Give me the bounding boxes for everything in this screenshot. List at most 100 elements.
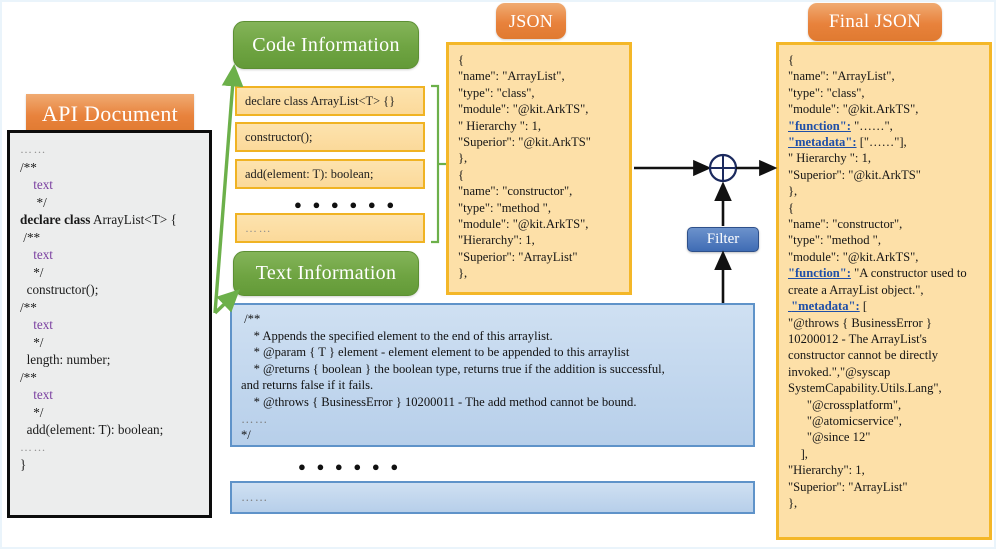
text-info-line: */ xyxy=(241,428,251,443)
code-row-label: …… xyxy=(245,220,273,235)
filter-label: Filter xyxy=(706,231,740,247)
api-line: length: number; xyxy=(20,352,111,367)
text-info-line: …… xyxy=(241,411,269,426)
json-line: "Superior": "@kit.ArkTS" xyxy=(458,135,591,150)
final-json-value: "A constructor used to create a ArrayLis… xyxy=(788,266,970,297)
badge-api-document-label: API Document xyxy=(41,101,179,126)
final-json-line: { xyxy=(788,53,795,67)
api-line: …… xyxy=(20,142,47,156)
badge-code-information-label: Code Information xyxy=(252,33,400,56)
json-line: { xyxy=(458,167,465,182)
code-rows-bracket xyxy=(431,84,440,244)
api-line: /** xyxy=(20,159,37,175)
json-line: "type": "class", xyxy=(458,85,535,100)
code-row-label: constructor(); xyxy=(245,129,313,144)
text-panels-ellipsis: ● ● ● ● ● ● xyxy=(298,459,402,474)
final-json-line: }, xyxy=(788,184,798,199)
final-json-line-metadata-2: "metadata": [ xyxy=(788,298,980,314)
code-row-constructor: constructor(); xyxy=(235,122,425,152)
badge-json: JSON xyxy=(496,3,566,39)
badge-code-information: Code Information xyxy=(233,21,419,69)
final-json-line: "name": "ArrayList", xyxy=(788,69,895,84)
badge-text-information: Text Information xyxy=(233,251,419,296)
api-line: } xyxy=(20,457,27,472)
text-information-panel: /** * Appends the specified element to t… xyxy=(230,303,755,447)
final-json-key-metadata: "metadata": xyxy=(788,135,857,150)
json-line: "type": "method ", xyxy=(458,200,551,215)
code-row-add: add(element: T): boolean; xyxy=(235,159,425,189)
text-info-line: * @throws { BusinessError } 10200011 - T… xyxy=(241,394,637,409)
final-json-line: "name": "constructor", xyxy=(788,217,903,232)
badge-json-label: JSON xyxy=(508,10,554,31)
final-json-line: { xyxy=(788,200,795,215)
final-json-line: "@throws { BusinessError } 10200012 - Th… xyxy=(788,315,942,396)
final-json-line: "@since 12" xyxy=(788,430,871,445)
api-line: text xyxy=(20,317,53,332)
api-line: */ xyxy=(20,334,44,350)
badge-final-json-label: Final JSON xyxy=(828,11,922,32)
final-json-key-metadata: "metadata": xyxy=(788,299,860,314)
code-row-more: …… xyxy=(235,213,425,243)
text-information-more-panel: …… xyxy=(230,481,755,514)
json-line: "Hierarchy": 1, xyxy=(458,233,535,248)
json-line: "name": "constructor", xyxy=(458,184,573,199)
final-json-line: "Superior": "@kit.ArkTS" xyxy=(788,167,921,182)
badge-text-information-label: Text Information xyxy=(255,262,397,284)
api-line: */ xyxy=(20,264,44,280)
final-json-line: "type": "method ", xyxy=(788,233,881,248)
json-line: }, xyxy=(458,266,468,281)
final-json-line: "Hierarchy": 1, xyxy=(788,463,865,478)
final-json-line-metadata: "metadata": ["……"], xyxy=(788,134,980,150)
final-json-line: "type": "class", xyxy=(788,85,865,100)
filter-node: Filter xyxy=(687,227,759,252)
api-line: …… xyxy=(20,439,47,454)
merge-node-circle xyxy=(708,153,738,183)
final-json-line: "module": "@kit.ArkTS", xyxy=(788,249,919,264)
final-json-line-function-2: "function": "A constructor used to creat… xyxy=(788,265,980,298)
final-json-line: "module": "@kit.ArkTS", xyxy=(788,102,919,117)
arrow-api-to-code-information xyxy=(213,63,244,314)
final-json-line: ], xyxy=(788,446,808,461)
json-line: { xyxy=(458,53,465,67)
api-line: text xyxy=(20,177,53,192)
text-info-line: * Appends the specified element to the e… xyxy=(241,328,553,343)
api-line-declare: declare class ArrayList<T> { xyxy=(20,212,177,227)
code-rows-ellipsis: ● ● ● ● ● ● xyxy=(294,197,398,212)
final-json-line: "@crossplatform", xyxy=(788,397,902,412)
json-panel: { "name": "ArrayList", "type": "class", … xyxy=(446,42,632,295)
text-info-line: /** xyxy=(241,312,261,326)
api-document-panel: …… /** text */ declare class ArrayList<T… xyxy=(7,130,212,518)
json-line: "name": "ArrayList", xyxy=(458,69,565,84)
code-row-label: add(element: T): boolean; xyxy=(245,166,374,181)
final-json-key-function: "function": xyxy=(788,118,851,133)
final-json-line: " Hierarchy ": 1, xyxy=(788,151,872,166)
code-row-declare: declare class ArrayList<T> {} xyxy=(235,86,425,116)
api-line: constructor(); xyxy=(20,282,99,297)
final-json-value: [ xyxy=(859,299,868,314)
merge-node-cross xyxy=(711,156,735,180)
json-line: }, xyxy=(458,151,468,166)
final-json-panel: { "name": "ArrayList", "type": "class", … xyxy=(776,42,992,540)
final-json-line-function: "function": "……", xyxy=(788,118,980,134)
api-line: /** xyxy=(20,369,37,385)
badge-final-json: Final JSON xyxy=(808,3,942,41)
text-info-more-label: …… xyxy=(241,490,269,505)
badge-api-document: API Document xyxy=(26,94,194,134)
api-line: /** xyxy=(20,299,37,315)
final-json-line: "Superior": "ArrayList" xyxy=(788,479,908,494)
text-info-line: * @param { T } element - element element… xyxy=(241,345,630,360)
final-json-line: }, xyxy=(788,495,798,510)
final-json-line: "@atomicservice", xyxy=(788,413,902,428)
final-json-value: "……", xyxy=(850,118,893,133)
api-line: */ xyxy=(20,194,47,210)
text-info-line: * @returns { boolean } the boolean type,… xyxy=(241,361,665,376)
api-line: text xyxy=(20,387,53,402)
api-line: */ xyxy=(20,404,44,420)
final-json-value: ["……"], xyxy=(856,135,907,150)
json-line: "module": "@kit.ArkTS", xyxy=(458,102,589,117)
json-line: " Hierarchy ": 1, xyxy=(458,118,542,133)
text-info-line: and returns false if it fails. xyxy=(241,378,374,393)
code-row-label: declare class ArrayList<T> {} xyxy=(245,93,396,108)
json-line: "module": "@kit.ArkTS", xyxy=(458,217,589,232)
